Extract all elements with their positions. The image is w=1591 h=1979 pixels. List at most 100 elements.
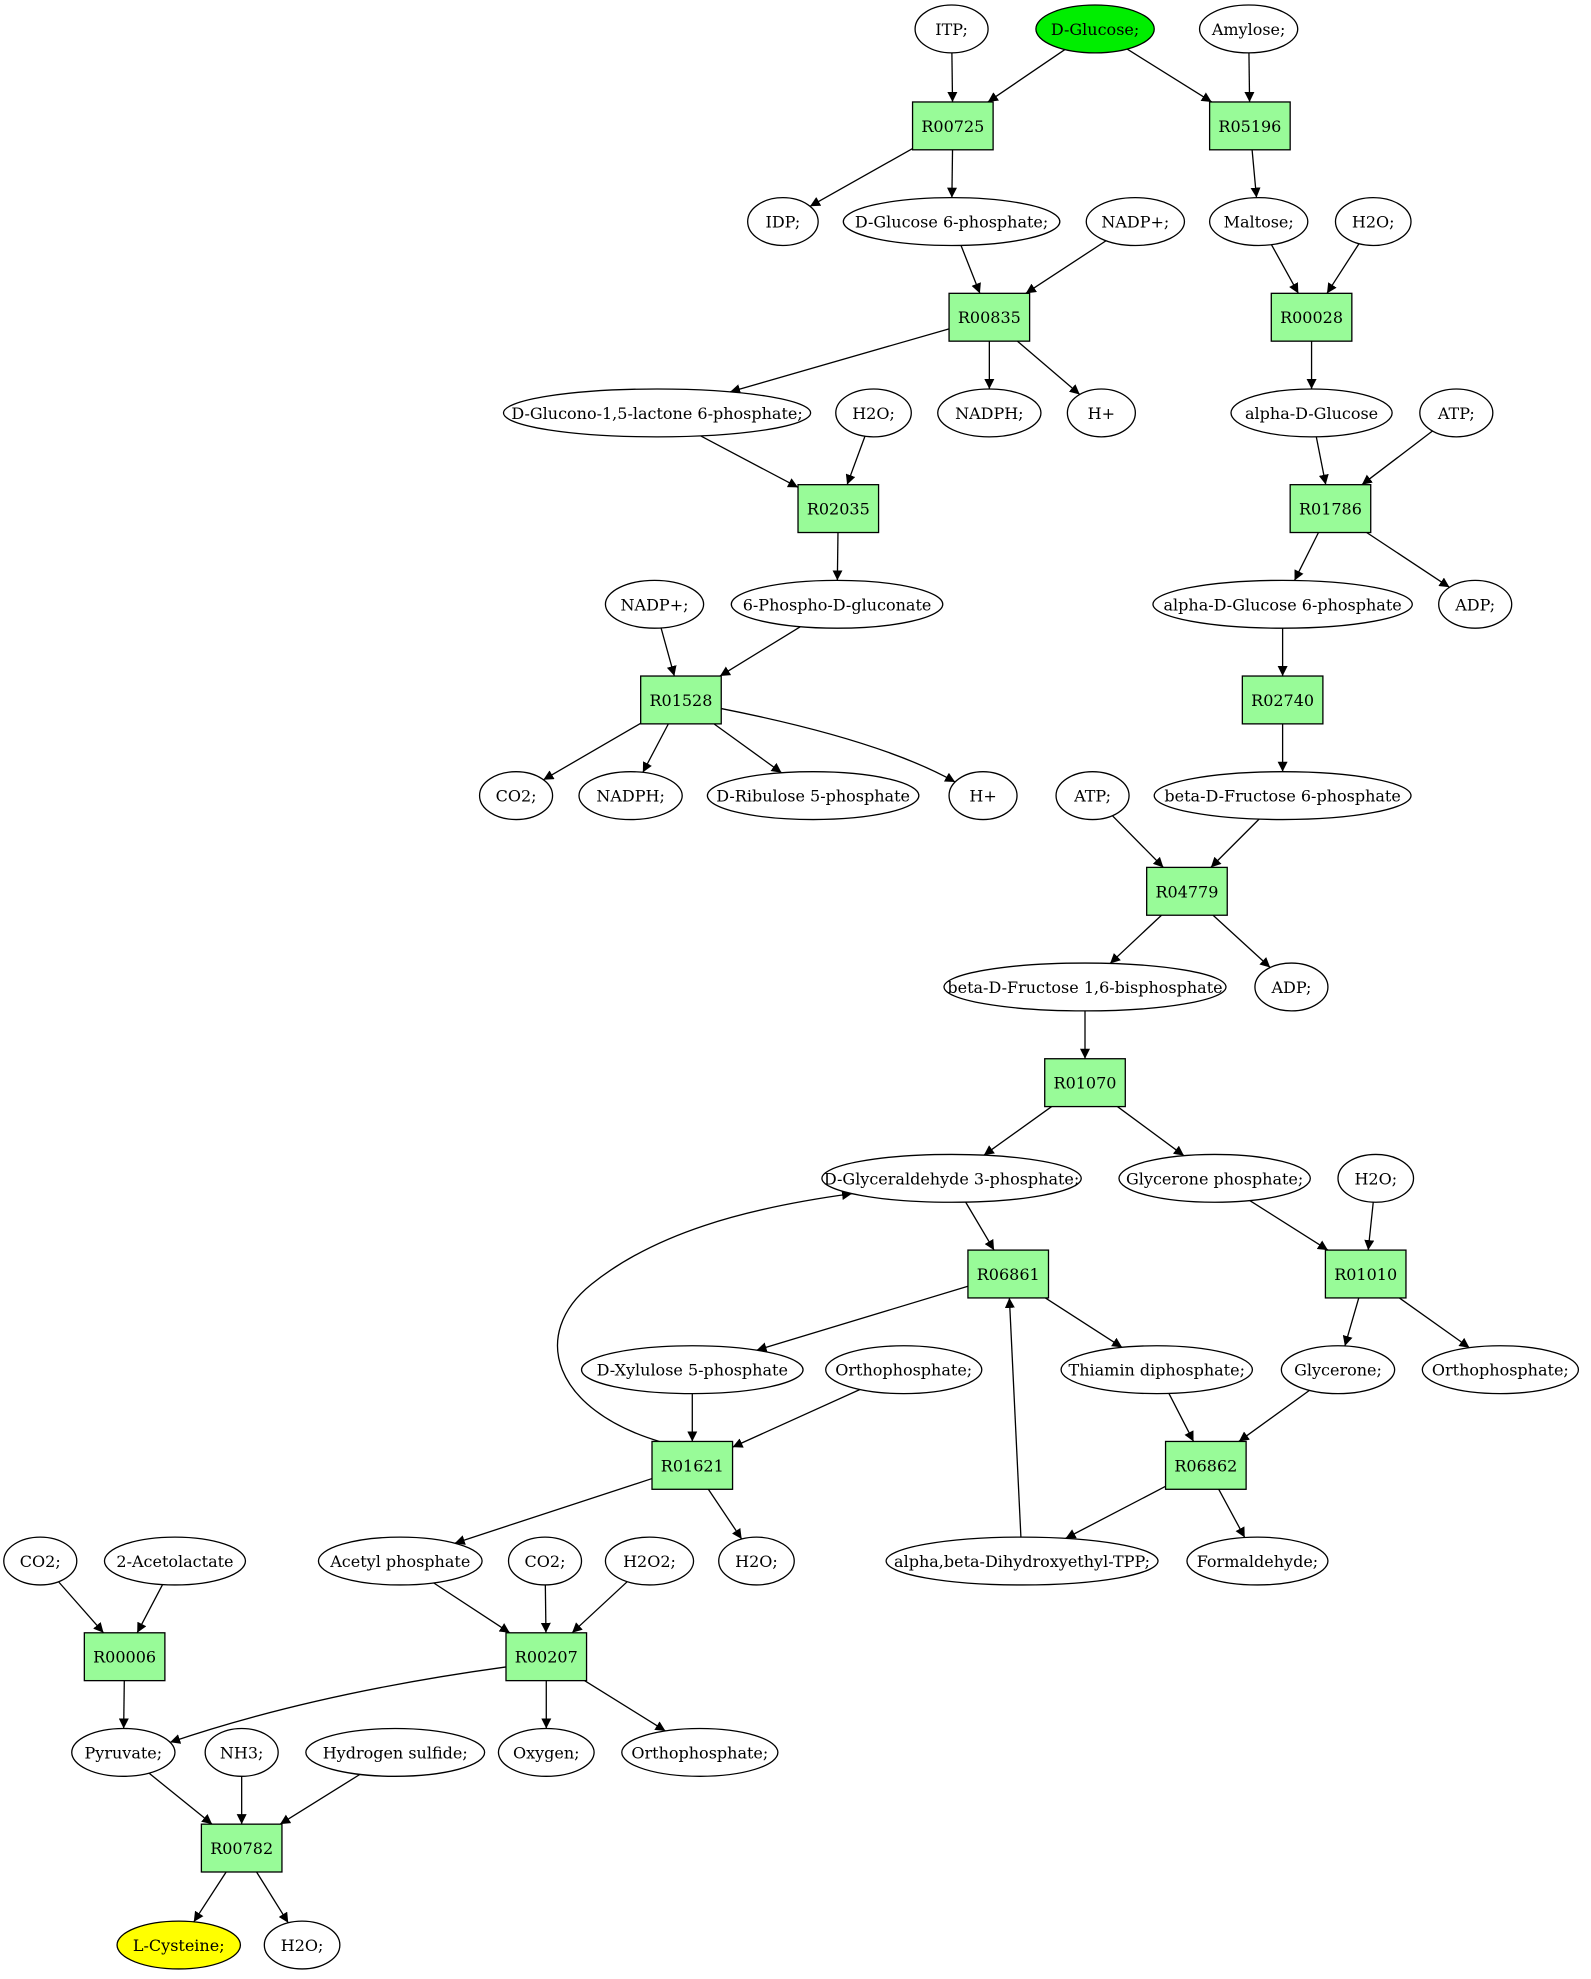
compound-ellipse: [507, 1536, 583, 1586]
node-label: Orthophosphate;: [631, 1743, 768, 1762]
edge-h2o_b-to-r02035: [845, 435, 866, 485]
compound-ellipse: [825, 1345, 983, 1395]
compound-ellipse: [116, 1920, 242, 1970]
compound-node-atp1: ATP;: [1419, 388, 1494, 438]
reaction-box: [1324, 1249, 1407, 1299]
reaction-box: [1289, 484, 1372, 534]
node-label: R00207: [515, 1648, 578, 1667]
edge-r00782-to-h2o_e: [256, 1871, 289, 1924]
node-label: CO2;: [20, 1552, 61, 1571]
reaction-node-r02740: R02740: [1241, 675, 1324, 725]
compound-node-hplus1: H+: [1066, 388, 1136, 438]
compound-ellipse: [943, 962, 1227, 1012]
reaction-box: [797, 484, 880, 534]
compound-node-amylose: Amylose;: [1198, 4, 1299, 54]
node-label: ATP;: [1437, 404, 1475, 423]
compound-node-oxygen: Oxygen;: [497, 1727, 595, 1777]
edge-r00207-to-pyruvate: [169, 1666, 507, 1744]
compound-node-h2s: Hydrogen sulfide;: [305, 1727, 486, 1777]
compound-node-lcys: L-Cysteine;: [116, 1920, 242, 1970]
reaction-node-r00028: R00028: [1270, 292, 1353, 342]
reaction-node-r01621: R01621: [651, 1440, 734, 1490]
reaction-node-r00207: R00207: [505, 1632, 588, 1682]
compound-node-adp2: ADP;: [1254, 962, 1329, 1012]
compound-ellipse: [621, 1727, 779, 1777]
node-label: D-Glucono-1,5-lactone 6-phosphate;: [511, 404, 802, 423]
edge-r01010-to-glycerone: [1342, 1297, 1360, 1347]
compound-ellipse: [730, 579, 944, 629]
edge-abdt-to-r06861: [1004, 1297, 1022, 1538]
node-label: R04779: [1155, 882, 1218, 901]
edge-r06861-to-tdp: [1044, 1297, 1123, 1348]
node-label: alpha-D-Glucose: [1245, 404, 1378, 423]
reaction-node-r04779: R04779: [1146, 866, 1228, 916]
compound-node-dgl: D-Glucono-1,5-lactone 6-phosphate;: [502, 388, 812, 438]
edge-pyruvate-to-r00782: [148, 1772, 213, 1825]
reaction-node-r02035: R02035: [797, 484, 880, 534]
compound-node-acl: 2-Acetolactate: [103, 1536, 247, 1586]
node-label: R01070: [1054, 1074, 1117, 1093]
compound-node-nh3: NH3;: [204, 1727, 279, 1777]
edge-r00006-to-pyruvate: [118, 1680, 129, 1729]
reaction-box: [1208, 101, 1291, 151]
reaction-box: [651, 1440, 734, 1490]
compound-node-abdt: alpha,beta-Dihydroxyethyl-TPP;: [885, 1536, 1159, 1586]
compound-node-h2o_c: H2O;: [1337, 1153, 1415, 1203]
node-label: ADP;: [1270, 978, 1311, 997]
edge-h2o2-to-r00207: [571, 1581, 628, 1634]
compound-ellipse: [1152, 579, 1413, 629]
reaction-box: [1270, 292, 1353, 342]
compound-node-nadph1: NADPH;: [937, 388, 1042, 438]
reaction-node-r00006: R00006: [83, 1632, 166, 1682]
edge-r01528-to-hplus2: [721, 707, 956, 783]
reaction-node-r06861: R06861: [967, 1249, 1050, 1299]
node-label: R01528: [649, 691, 712, 710]
compound-ellipse: [3, 1536, 78, 1586]
node-label: Orthophosphate;: [835, 1361, 972, 1380]
node-label: CO2;: [525, 1552, 566, 1571]
compound-node-dga3p: D-Glyceraldehyde 3-phosphate;: [821, 1153, 1082, 1203]
edge-r00782-to-lcys: [193, 1871, 227, 1923]
edge-r01621-to-dga3p: [556, 1190, 853, 1443]
compound-ellipse: [1118, 1153, 1311, 1203]
compound-node-co2_c: CO2;: [507, 1536, 583, 1586]
edge-r01528-to-co2_a: [543, 722, 642, 781]
node-label: alpha-D-Glucose 6-phosphate: [1164, 595, 1402, 614]
node-label: Hydrogen sulfide;: [323, 1743, 468, 1762]
edge-r00835-to-hplus1: [1016, 340, 1081, 395]
compound-node-ortho_a: Orthophosphate;: [825, 1345, 983, 1395]
compound-ellipse: [1337, 1153, 1415, 1203]
node-label: H+: [1088, 404, 1115, 423]
edge-r01070-to-gp: [1117, 1106, 1185, 1157]
edge-co2_b-to-r00006: [58, 1581, 105, 1634]
node-label: 6-Phospho-D-gluconate: [743, 595, 932, 614]
compound-ellipse: [478, 771, 554, 821]
node-label: alpha,beta-Dihydroxyethyl-TPP;: [894, 1552, 1150, 1571]
compound-ellipse: [718, 1536, 795, 1586]
edge-amylose-to-r05196: [1244, 52, 1255, 102]
compound-node-dx5p: D-Xylulose 5-phosphate: [580, 1345, 804, 1395]
compound-node-tdp: Thiamin diphosphate;: [1060, 1345, 1254, 1395]
node-label: R01621: [661, 1456, 724, 1475]
compound-node-dr5p: D-Ribulose 5-phosphate: [706, 771, 920, 821]
node-label: Glycerone;: [1294, 1361, 1382, 1380]
compound-ellipse: [1438, 579, 1513, 629]
reaction-box: [967, 1249, 1050, 1299]
compound-node-dglucose: D-Glucose;: [1035, 4, 1155, 54]
node-label: R00028: [1280, 308, 1343, 327]
compound-ellipse: [1035, 4, 1155, 54]
reaction-node-r00835: R00835: [948, 292, 1031, 342]
compound-node-h2o_d: H2O;: [718, 1536, 795, 1586]
compound-ellipse: [937, 388, 1042, 438]
edge-r05196-to-maltose: [1250, 149, 1261, 198]
node-label: Formaldehyde;: [1197, 1552, 1319, 1571]
compound-ellipse: [1419, 388, 1494, 438]
node-label: R01786: [1299, 500, 1362, 519]
edge-itp-to-r00725: [947, 52, 958, 102]
reaction-box: [83, 1632, 166, 1682]
compound-node-adg: alpha-D-Glucose: [1230, 388, 1393, 438]
edge-dglucose-to-r00725: [987, 48, 1066, 103]
compound-node-pdg: 6-Phospho-D-gluconate: [730, 579, 944, 629]
edge-r01621-to-acp: [454, 1477, 653, 1545]
edge-atp1-to-r01786: [1361, 430, 1433, 486]
